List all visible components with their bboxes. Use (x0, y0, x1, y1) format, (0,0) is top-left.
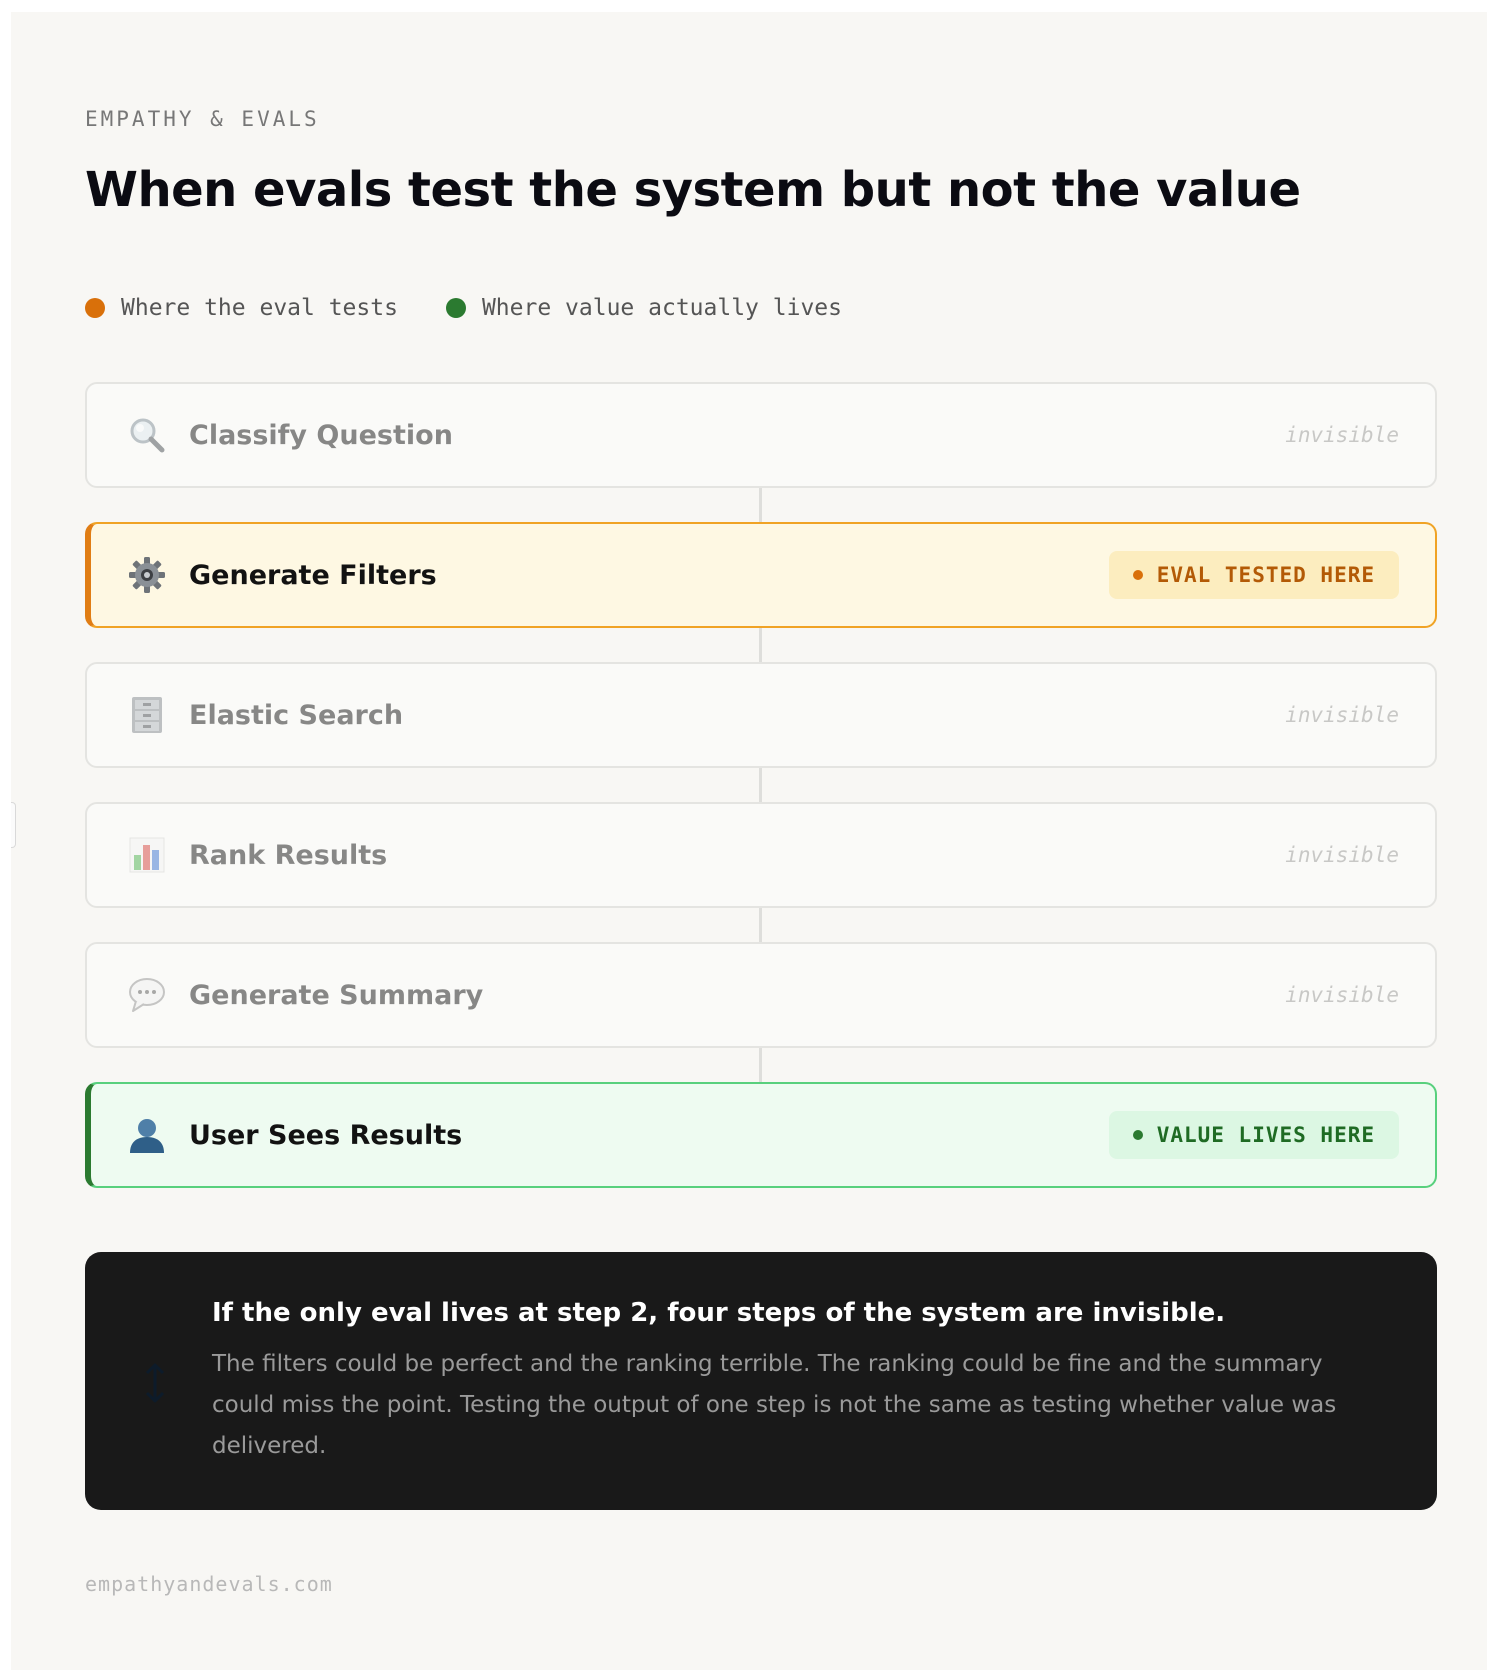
callout-heading: If the only eval lives at step 2, four s… (212, 1298, 1226, 1328)
file-cabinet-icon (127, 695, 167, 735)
edge-handle[interactable] (11, 802, 16, 848)
step-rank-results: Rank Results invisible (85, 802, 1437, 908)
step-elastic-search: Elastic Search invisible (85, 662, 1437, 768)
orange-dot-icon (1132, 570, 1143, 580)
invisible-tag: invisible (1285, 423, 1399, 447)
legend-label-value: Where value actually lives (481, 295, 842, 321)
step-connector (759, 488, 762, 522)
step-connector (759, 908, 762, 942)
green-dot-icon (1132, 1130, 1143, 1140)
value-lives-badge: VALUE LIVES HERE (1108, 1111, 1399, 1159)
step-connector (759, 768, 762, 802)
gear-icon (127, 555, 167, 595)
step-label: Generate Filters (189, 559, 437, 591)
eyebrow-label: EMPATHY & EVALS (85, 107, 320, 131)
page-canvas: EMPATHY & EVALS When evals test the syst… (11, 12, 1487, 1670)
step-classify-question: Classify Question invisible (85, 382, 1437, 488)
green-dot-icon (445, 298, 466, 318)
invisible-tag: invisible (1285, 843, 1399, 867)
footer-site: empathyandevals.com (85, 1572, 333, 1596)
orange-dot-icon (85, 298, 105, 318)
eval-tested-badge: EVAL TESTED HERE (1108, 551, 1399, 599)
callout-body: The filters could be perfect and the ran… (212, 1351, 1337, 1459)
badge-label: EVAL TESTED HERE (1156, 563, 1375, 587)
badge-label: VALUE LIVES HERE (1156, 1123, 1375, 1147)
invisible-tag: invisible (1285, 983, 1399, 1007)
step-label: Classify Question (189, 419, 453, 451)
step-label: Generate Summary (189, 979, 484, 1011)
step-generate-filters: Generate Filters EVAL TESTED HERE (85, 522, 1437, 628)
step-user-sees-results: User Sees Results VALUE LIVES HERE (85, 1082, 1437, 1188)
legend-label-eval: Where the eval tests (121, 295, 398, 321)
legend-item-eval: Where the eval tests (85, 295, 398, 321)
bar-chart-icon (127, 835, 167, 875)
pipeline-steps: Classify Question invisible (85, 382, 1437, 1188)
legend: Where the eval tests Where value actuall… (85, 295, 842, 321)
invisible-tag: invisible (1285, 703, 1399, 727)
step-connector (759, 628, 762, 662)
magnifier-icon (127, 415, 167, 455)
page-title: When evals test the system but not the v… (85, 162, 1301, 218)
step-connector (759, 1048, 762, 1082)
legend-item-value: Where value actually lives (445, 295, 842, 321)
speech-bubble-icon (127, 975, 167, 1015)
insight-callout: If the only eval lives at step 2, four s… (85, 1252, 1437, 1510)
step-label: Rank Results (189, 839, 388, 871)
step-generate-summary: Generate Summary invisible (85, 942, 1437, 1048)
user-icon (127, 1115, 167, 1155)
step-label: Elastic Search (189, 699, 404, 731)
step-label: User Sees Results (189, 1119, 463, 1151)
up-down-arrow-icon (143, 1362, 167, 1404)
